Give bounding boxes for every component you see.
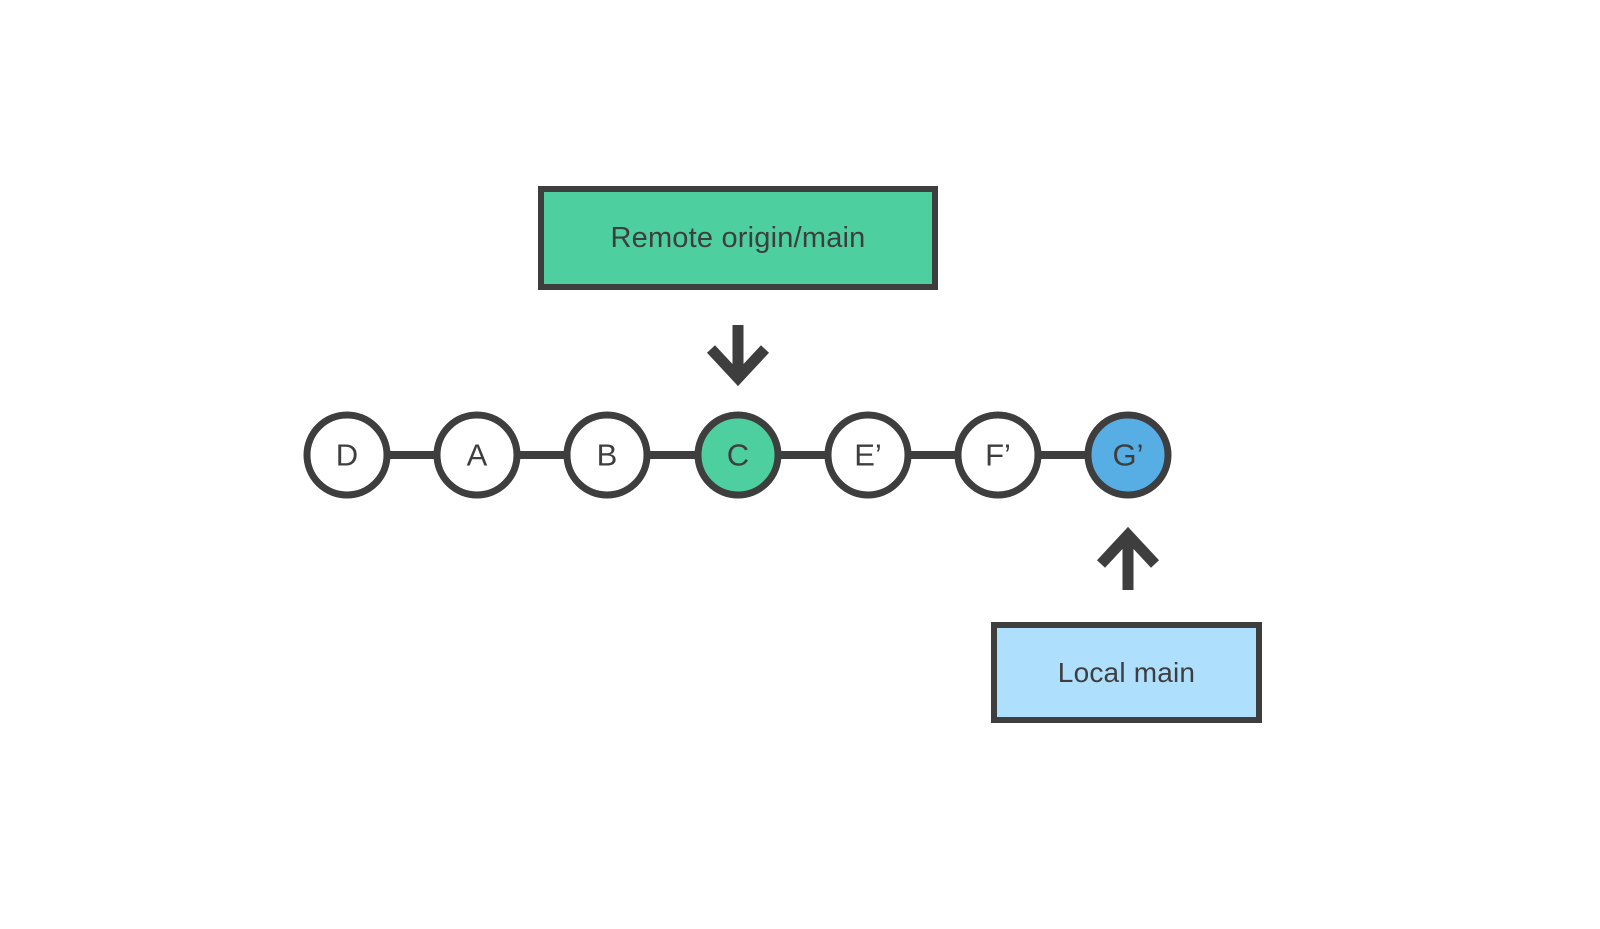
commit-node-d[interactable]: D: [303, 411, 391, 499]
arrow-up-head: [1096, 526, 1160, 568]
commit-node-e-prime[interactable]: E’: [824, 411, 912, 499]
local-branch-label-box[interactable]: Local main: [991, 622, 1262, 723]
arrow-up-icon: [1096, 526, 1160, 590]
local-branch-label-text: Local main: [1057, 656, 1196, 688]
commit-node-b-label: B: [597, 438, 618, 473]
commit-node-d-circle: [303, 411, 391, 499]
commit-node-a-circle: [433, 411, 521, 499]
commit-node-b[interactable]: B: [563, 411, 651, 499]
commit-node-c[interactable]: C: [694, 411, 782, 499]
commit-node-d-label: D: [336, 438, 358, 473]
commit-node-e-prime-circle: [824, 411, 912, 499]
remote-branch-label-text: Remote origin/main: [610, 221, 866, 254]
commit-node-f-prime-circle: [954, 411, 1042, 499]
commit-node-g-prime-label: G’: [1113, 438, 1144, 473]
commit-node-c-label: C: [727, 438, 749, 473]
remote-branch-label-box[interactable]: Remote origin/main: [538, 186, 938, 290]
commit-node-a-label: A: [467, 438, 488, 473]
commit-node-c-circle: [694, 411, 782, 499]
commit-node-f-prime[interactable]: F’: [954, 411, 1042, 499]
commit-node-a[interactable]: A: [433, 411, 521, 499]
commit-node-f-prime-label: F’: [985, 438, 1011, 473]
arrow-down-icon: [706, 325, 770, 387]
commit-node-b-circle: [563, 411, 651, 499]
arrow-down-head: [706, 345, 770, 387]
commit-node-g-prime[interactable]: G’: [1084, 411, 1172, 499]
commit-node-e-prime-label: E’: [854, 438, 882, 473]
commit-node-g-prime-circle: [1084, 411, 1172, 499]
